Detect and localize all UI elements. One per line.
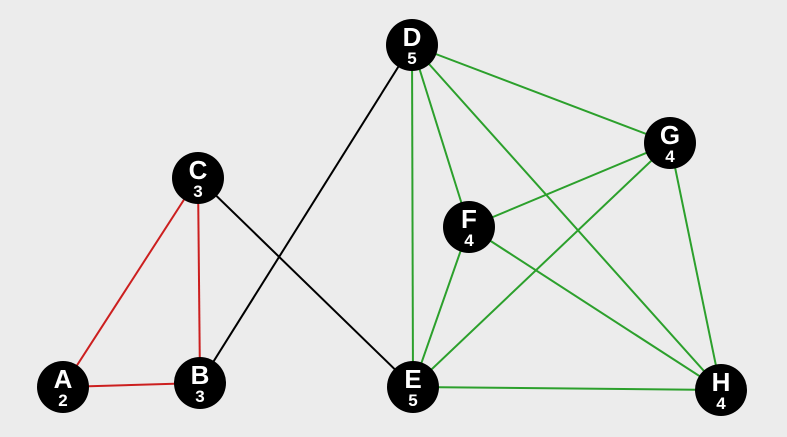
node-label: G: [660, 120, 680, 150]
node-b: B3: [174, 357, 226, 409]
node-label: E: [404, 364, 421, 394]
node-d: D5: [386, 19, 438, 71]
edge-d-g: [411, 44, 671, 144]
node-circle: [386, 19, 438, 71]
edge-b-d: [199, 44, 413, 384]
edge-d-f: [411, 44, 470, 228]
edge-f-g: [468, 142, 671, 228]
node-f: F4: [443, 201, 495, 253]
edge-g-h: [669, 142, 722, 391]
node-degree: 4: [464, 231, 474, 250]
edge-a-c: [62, 177, 199, 388]
node-degree: 3: [195, 387, 204, 406]
node-e: E5: [387, 361, 439, 413]
edge-e-h: [412, 386, 722, 391]
edge-d-h: [411, 44, 722, 391]
node-circle: [174, 357, 226, 409]
node-circle: [172, 152, 224, 204]
edge-f-h: [468, 226, 722, 391]
node-degree: 2: [58, 391, 67, 410]
edge-e-f: [412, 226, 470, 388]
node-h: H4: [695, 364, 747, 416]
edge-c-e: [197, 177, 414, 388]
node-degree: 5: [407, 49, 416, 68]
node-label: D: [403, 22, 422, 52]
node-label: A: [54, 364, 73, 394]
edges-layer: [62, 44, 722, 391]
node-circle: [37, 361, 89, 413]
node-a: A2: [37, 361, 89, 413]
node-degree: 4: [665, 147, 675, 166]
node-degree: 3: [193, 182, 202, 201]
edge-b-c: [197, 177, 201, 384]
node-circle: [695, 364, 747, 416]
node-degree: 4: [716, 394, 726, 413]
node-label: F: [461, 204, 477, 234]
edge-e-g: [412, 142, 671, 388]
node-label: B: [191, 360, 210, 390]
node-circle: [644, 117, 696, 169]
node-g: G4: [644, 117, 696, 169]
node-circle: [443, 201, 495, 253]
node-label: H: [712, 367, 731, 397]
edge-d-e: [411, 44, 414, 388]
node-c: C3: [172, 152, 224, 204]
node-label: C: [189, 155, 208, 185]
node-circle: [387, 361, 439, 413]
node-degree: 5: [408, 391, 417, 410]
